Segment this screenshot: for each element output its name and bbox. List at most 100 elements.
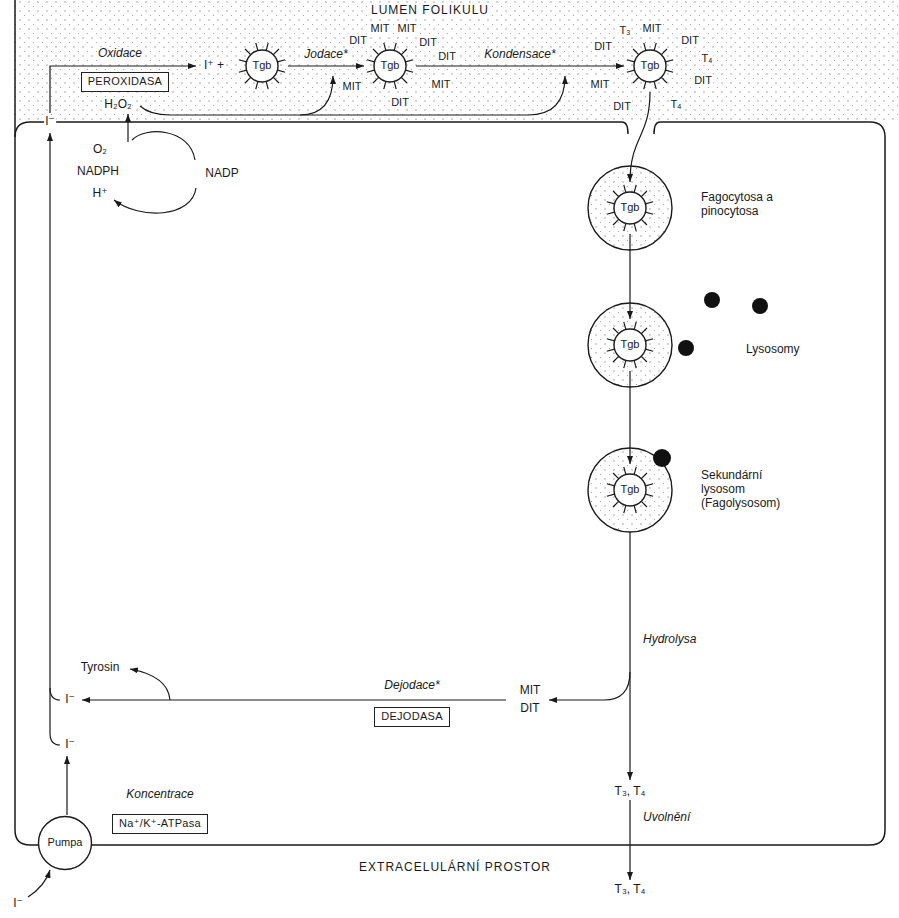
text-label: NADP <box>204 167 239 181</box>
reaction-arrow <box>416 65 624 66</box>
residue-label: DIT <box>437 50 457 63</box>
thyroglobulin-spike <box>634 322 636 330</box>
process-label: Uvolnění <box>642 811 691 825</box>
text-label: MIT <box>519 684 542 698</box>
tyrosine-arrow <box>130 669 170 700</box>
residue-label: T₄ <box>669 98 682 111</box>
node-text: Pumpa <box>48 836 83 849</box>
thyroglobulin-spike <box>607 494 615 496</box>
reaction-arrow <box>629 371 630 464</box>
thyroglobulin-spike <box>277 60 285 62</box>
process-label: Oxidace <box>97 47 143 61</box>
residue-label: DIT <box>680 34 700 47</box>
thyroglobulin-spike <box>644 81 646 89</box>
node-text: Tgb <box>621 201 640 214</box>
node-text: Tgb <box>641 59 660 72</box>
peroxide-arrow <box>140 76 565 115</box>
thyroglobulin-circle: Tgb <box>604 464 656 516</box>
thyroglobulin-spike <box>645 349 653 351</box>
thyroglobulin-spike <box>654 81 656 89</box>
region-label: EXTRACELULÁRNÍ PROSTOR <box>358 861 552 875</box>
text-label: I⁻ <box>44 115 56 129</box>
residue-label: DIT <box>390 96 410 109</box>
node-text: PEROXIDASA <box>88 75 163 87</box>
process-label: Hydrolysa <box>642 633 697 647</box>
release-arrow <box>629 800 630 880</box>
text-label: Tyrosin <box>80 661 121 675</box>
peroxide-arrow <box>300 76 333 115</box>
text-label: DIT <box>519 702 540 716</box>
thyroglobulin-spike <box>401 49 407 55</box>
thyroglobulin-spike <box>641 473 647 479</box>
residue-label: DIT <box>693 74 713 87</box>
iodide-arrow <box>50 133 60 745</box>
residue-label: MIT <box>370 22 391 35</box>
process-label: Koncentrace <box>125 788 194 802</box>
thyroglobulin-circle: Tgb <box>364 40 416 92</box>
residue-label: MIT <box>431 78 452 91</box>
iodide-arrow <box>50 688 60 700</box>
iodide-uptake-arrow <box>28 870 50 897</box>
thyroglobulin-circle-outline <box>634 50 666 82</box>
text-label: Lysosomy <box>745 343 801 357</box>
thyroglobulin-spike <box>634 505 636 513</box>
thyroglobulin-spike <box>645 212 653 214</box>
thyroglobulin-spike <box>613 356 619 362</box>
enzyme-box: Na⁺/K⁺-ATPasa <box>112 814 208 833</box>
thyroglobulin-spike <box>273 77 279 83</box>
reaction-label: Jodace* <box>302 48 349 62</box>
thyroglobulin-spike <box>641 219 647 225</box>
thyroglobulin-spike <box>373 49 379 55</box>
thyroglobulin-circle-outline <box>614 192 646 224</box>
cell-membrane <box>15 122 628 137</box>
thyroglobulin-spike <box>384 81 386 89</box>
thyroglobulin-spike <box>239 70 247 72</box>
reaction-arrow <box>629 234 630 319</box>
text-label: T₃, T₄ <box>614 883 647 897</box>
enzyme-box: DEJODASA <box>374 707 450 726</box>
text-label: Sekundární lysosom (Fagolysosom) <box>700 469 802 510</box>
thyroglobulin-spike <box>394 81 396 89</box>
reaction-label: Kondensace* <box>482 48 557 62</box>
thyroglobulin-spike <box>367 70 375 72</box>
thyroglobulin-spike <box>624 360 626 368</box>
thyroglobulin-spike <box>405 70 413 72</box>
hydrolysis-arrow <box>629 532 630 780</box>
thyroglobulin-spike <box>645 339 653 341</box>
thyroglobulin-spike <box>607 349 615 351</box>
thyroglobulin-spike <box>384 43 386 51</box>
thyroglobulin-spike <box>239 60 247 62</box>
residue-label: MIT <box>642 22 663 35</box>
text-label: Fagocytosa a pinocytosa <box>700 191 780 219</box>
thyroglobulin-spike <box>627 60 635 62</box>
text-label: T₃, T₄ <box>614 785 647 799</box>
lysosome-dot <box>704 292 720 308</box>
text-label: I⁻ <box>12 897 24 911</box>
residue-label: DIT <box>612 100 632 113</box>
cell-membrane <box>15 0 885 845</box>
text-label: H⁺ <box>92 187 109 201</box>
thyroglobulin-spike <box>641 356 647 362</box>
residue-label: T₃ <box>618 24 631 37</box>
node-text: Tgb <box>253 59 272 72</box>
follicle-lumen <box>15 0 899 122</box>
thyroglobulin-spike <box>607 484 615 486</box>
lysosome-dot <box>678 340 694 356</box>
oxidation-arrow <box>50 66 196 113</box>
pump-arrow <box>66 756 67 815</box>
text-label: I⁺ + <box>203 59 225 73</box>
thyroglobulin-spike <box>665 70 673 72</box>
thyroglobulin-spike <box>645 484 653 486</box>
thyroglobulin-spike <box>641 191 647 197</box>
enzyme-box: PEROXIDASA <box>81 72 170 91</box>
thyroglobulin-spike <box>624 185 626 193</box>
thyroglobulin-spike <box>401 77 407 83</box>
reaction-arrow <box>288 65 364 66</box>
thyroglobulin-spike <box>277 70 285 72</box>
thyroglobulin-spike <box>633 77 639 83</box>
thyroglobulin-spike <box>624 467 626 475</box>
thyroglobulin-spike <box>641 328 647 334</box>
thyroglobulin-circle-outline <box>374 50 406 82</box>
pump-circle-outline <box>39 817 92 870</box>
thyroglobulin-spike <box>273 49 279 55</box>
